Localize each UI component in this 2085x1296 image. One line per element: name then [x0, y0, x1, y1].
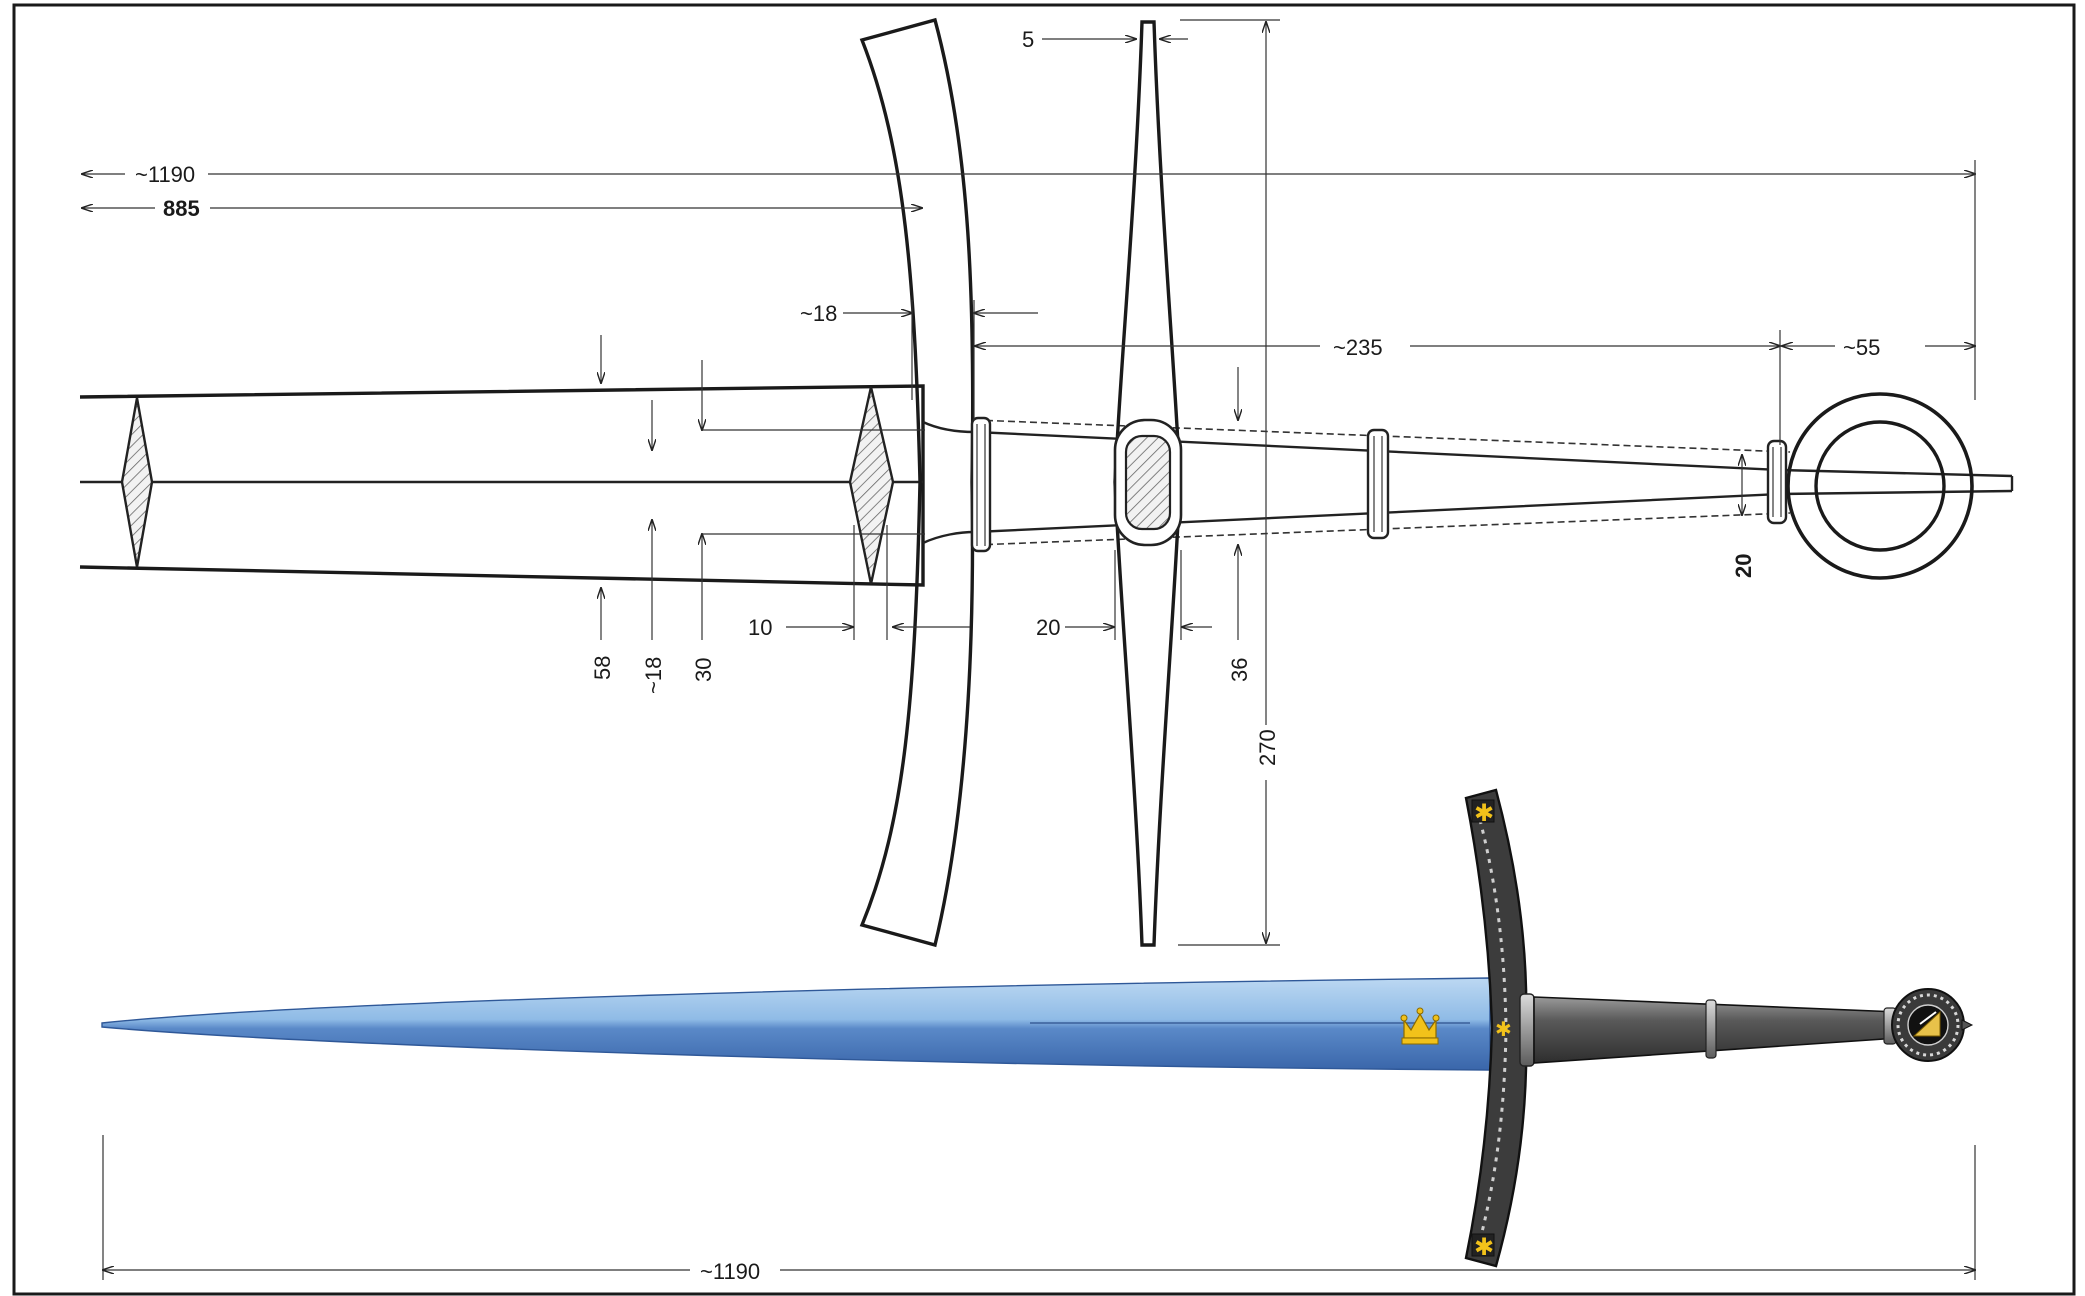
label-overall-length-bottom: ~1190	[700, 1259, 760, 1284]
sword-illustration: ✱ ✱ ✱	[101, 788, 1974, 1268]
pommel-ferrule	[1766, 439, 1788, 525]
svg-text:✱: ✱	[1495, 1017, 1512, 1041]
crown-icon	[1400, 1007, 1440, 1045]
label-grip-diameter: 36	[1227, 658, 1252, 682]
label-blade-base-thickness: ~18	[641, 657, 666, 694]
pommel-wheel	[1786, 392, 1974, 580]
label-crossguard-thickness: ~18	[800, 301, 837, 326]
crossguard	[1464, 788, 1528, 1268]
label-blade-base-width: 58	[590, 656, 615, 680]
crossguard-top-view	[1113, 20, 1183, 947]
grip-ring	[1366, 428, 1390, 540]
label-ricasso-offset: 10	[748, 615, 772, 640]
tang-outline	[922, 419, 2014, 546]
grip-ferrule	[1519, 993, 1535, 1067]
blade	[101, 977, 1491, 1071]
dimension-labels: ~1190 885 ~18 5 ~235 ~55 58 ~18 30 10 20…	[135, 27, 1880, 1284]
label-tang-end-width: 20	[1731, 554, 1756, 578]
drawing-border	[12, 3, 2076, 1296]
svg-text:✱: ✱	[1474, 1233, 1494, 1261]
dimension-lines	[82, 19, 1975, 1280]
star-icon-bottom: ✱	[1471, 1233, 1495, 1261]
crossguard-side-view	[859, 17, 975, 948]
blade-profile	[79, 384, 925, 640]
grip-ring-illustrated	[1705, 999, 1717, 1059]
pommel-medallion	[1891, 988, 1974, 1062]
star-icon-center: ✱	[1495, 1017, 1512, 1041]
label-tang-width: 30	[691, 658, 716, 682]
label-overall-length-top: ~1190	[135, 162, 195, 187]
label-guard-block-width: 20	[1036, 615, 1060, 640]
guard-ferrule	[970, 416, 992, 553]
label-crossguard-length: 270	[1255, 729, 1280, 766]
label-pommel-length: ~55	[1843, 335, 1880, 360]
svg-text:✱: ✱	[1474, 799, 1494, 827]
label-blade-length: 885	[163, 196, 200, 221]
label-grip-length: ~235	[1333, 335, 1383, 360]
label-guard-tip: 5	[1022, 27, 1034, 52]
star-icon-top: ✱	[1471, 799, 1495, 827]
